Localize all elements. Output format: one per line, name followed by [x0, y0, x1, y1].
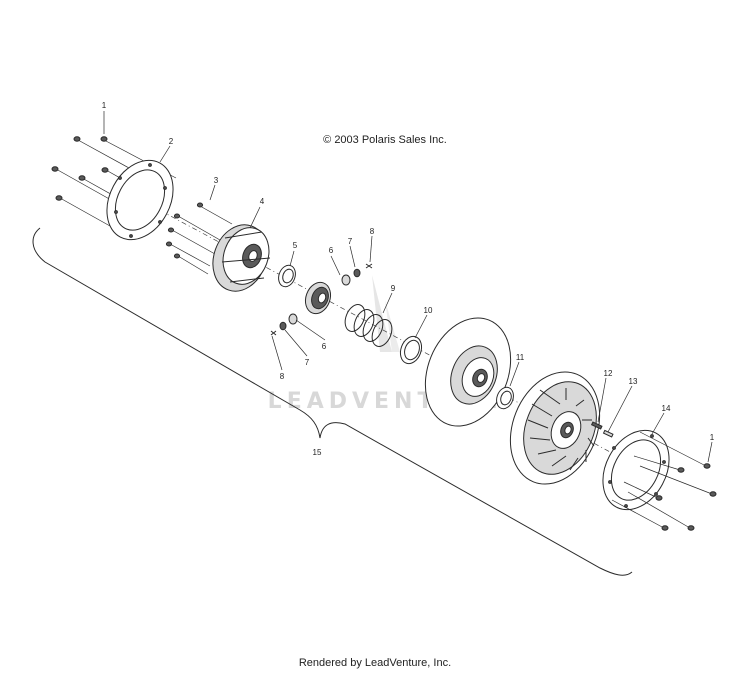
ring-plate-2	[106, 159, 174, 241]
callout-11: 11	[516, 353, 525, 362]
washer-5	[278, 264, 296, 288]
callout-leaders	[103, 111, 713, 463]
callout-15: 15	[313, 448, 322, 457]
callout-9: 9	[391, 284, 396, 293]
callout-8-lower: 8	[280, 372, 285, 381]
callout-3: 3	[214, 176, 219, 185]
callout-labels: 1 2 3 4 5 6 7 8 9 10 11 6 7 8 12 13 14 1…	[102, 101, 715, 457]
washer-11	[496, 386, 514, 410]
callout-7-upper: 7	[348, 237, 353, 246]
callout-12: 12	[604, 369, 613, 378]
callout-6-lower: 6	[322, 342, 327, 351]
footer-text: Rendered by LeadVenture, Inc.	[299, 657, 451, 669]
copyright-text: © 2003 Polaris Sales Inc.	[323, 134, 447, 146]
callout-6-upper: 6	[329, 246, 334, 255]
small-parts-lower	[270, 313, 298, 336]
bearing-assembly	[304, 281, 332, 315]
callout-1-right: 1	[710, 433, 715, 442]
callout-4: 4	[260, 197, 265, 206]
callout-5: 5	[293, 241, 298, 250]
small-parts-12-13	[590, 421, 614, 438]
callout-13: 13	[629, 377, 638, 386]
right-screw-set	[611, 431, 717, 531]
fixed-sheave	[509, 371, 601, 485]
moveable-sheave	[424, 317, 512, 427]
small-parts-upper	[341, 263, 373, 286]
bolts-3	[165, 202, 233, 275]
callout-1-left: 1	[102, 101, 107, 110]
spider-housing-4	[212, 224, 271, 292]
spring-9	[344, 304, 393, 347]
callout-14: 14	[662, 404, 671, 413]
callout-10: 10	[424, 306, 433, 315]
callout-2: 2	[169, 137, 174, 146]
watermark-logo	[372, 275, 400, 352]
washer-10	[399, 335, 423, 365]
assembly-brace-15	[32, 227, 633, 576]
callout-7-lower: 7	[305, 358, 310, 367]
ring-plate-14	[602, 429, 670, 511]
callout-8-upper: 8	[370, 227, 375, 236]
